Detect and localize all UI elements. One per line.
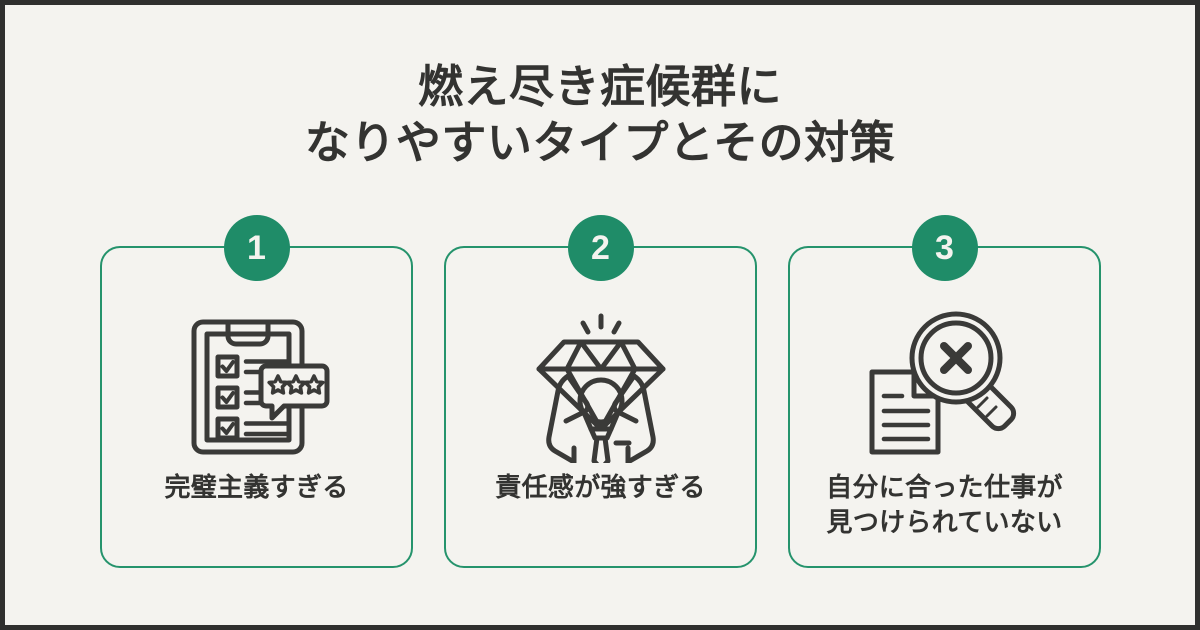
card-3: 3 bbox=[788, 215, 1101, 568]
card-3-number-badge: 3 bbox=[911, 215, 978, 281]
card-2-label: 責任感が強すぎる bbox=[495, 472, 706, 502]
card-row: 1 bbox=[100, 215, 1101, 571]
card-2-icon bbox=[446, 303, 755, 468]
page-title: 燃え尽き症候群に なりやすいタイプとその対策 bbox=[304, 61, 896, 169]
person-holding-diamond-icon bbox=[536, 313, 665, 463]
card-1-number-badge: 1 bbox=[223, 215, 290, 281]
card-1-icon bbox=[102, 303, 411, 468]
infographic-canvas: 燃え尽き症候群に なりやすいタイプとその対策 1 bbox=[5, 5, 1195, 625]
card-3-label: 自分に合った仕事が 見つけられていない bbox=[826, 472, 1063, 538]
card-3-icon bbox=[790, 303, 1099, 468]
card-2: 2 bbox=[444, 215, 757, 568]
clipboard-checklist-stars-icon bbox=[191, 319, 329, 454]
document-magnifier-x-icon bbox=[869, 311, 1016, 454]
card-1-label: 完璧主義すぎる bbox=[164, 472, 349, 502]
card-1: 1 bbox=[100, 215, 413, 568]
card-2-number-badge: 2 bbox=[567, 215, 634, 281]
